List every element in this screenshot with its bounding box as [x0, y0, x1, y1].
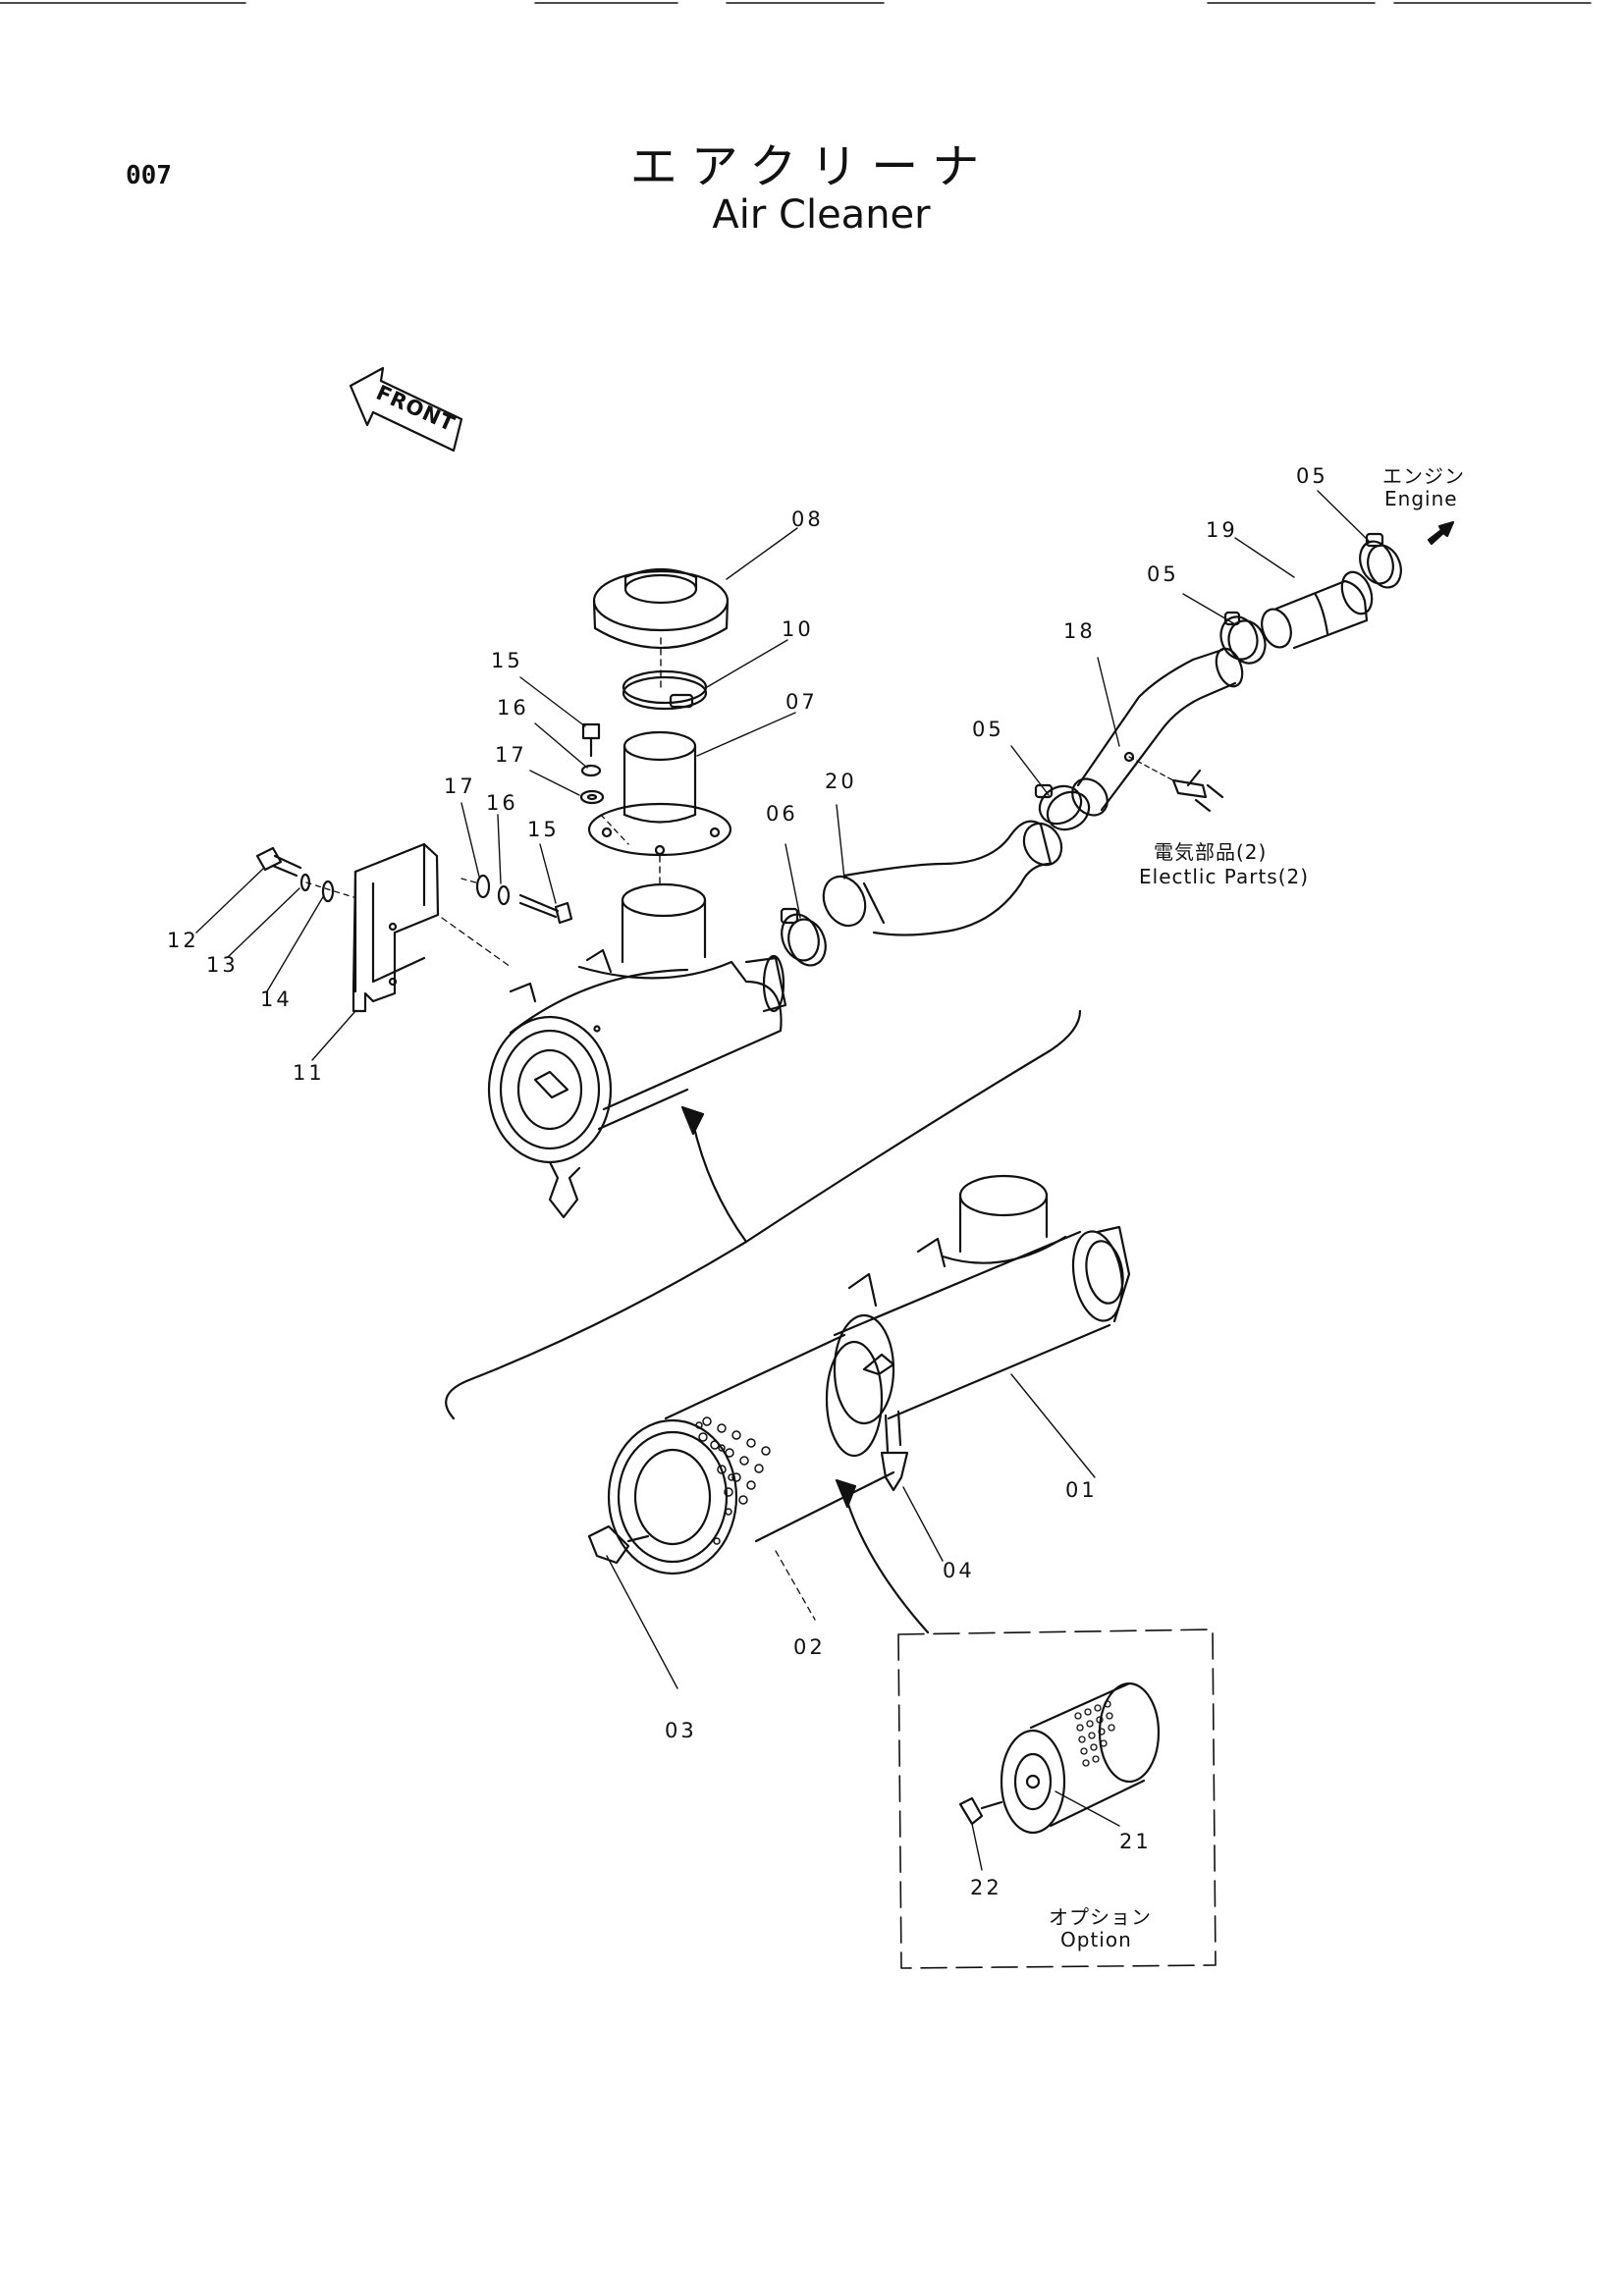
- callout-16: 16: [486, 791, 518, 815]
- electric-parts-label-japanese: 電気部品(2): [1154, 840, 1267, 864]
- part-05-clamp-upper: [1359, 532, 1402, 589]
- callout-19: 19: [1206, 518, 1238, 542]
- detail-arrow-curve: [445, 1009, 1082, 1420]
- electric-parts-label-english: Electlic Parts(2): [1139, 865, 1309, 888]
- callout-14: 14: [260, 988, 293, 1011]
- callout-15: 15: [491, 649, 523, 672]
- callout-05: 05: [1296, 464, 1328, 488]
- callout-21: 21: [1119, 1830, 1152, 1853]
- part-22-wing-nut: [958, 1796, 1003, 1826]
- part-11-bracket: [352, 842, 512, 1013]
- bolt-12-and-washers: [255, 846, 354, 903]
- title-japanese: エアクリーナ: [629, 139, 994, 194]
- title-english: Air Cleaner: [712, 192, 931, 238]
- front-label: FRONT: [373, 381, 460, 437]
- option-label-english: Option: [1060, 1928, 1132, 1951]
- callout-17: 17: [495, 743, 527, 767]
- page-number: 007: [126, 161, 172, 190]
- callout-22: 22: [970, 1876, 1002, 1899]
- callout-05: 05: [1147, 562, 1179, 586]
- part-10-clamp: [622, 669, 708, 711]
- part-21-option-filter-element: [1000, 1682, 1161, 1835]
- callout-07: 07: [785, 690, 818, 714]
- option-box: [897, 1629, 1217, 1969]
- callout-17: 17: [444, 774, 476, 798]
- part-20-hose: [822, 820, 1063, 936]
- bolt-stack-lower: [460, 874, 573, 925]
- callout-06: 06: [766, 802, 798, 826]
- air-cleaner-assembly-lower: [833, 1174, 1131, 1492]
- callout-15: 15: [527, 818, 560, 841]
- callout-12: 12: [167, 929, 199, 952]
- bolt-stack-upper: [579, 722, 629, 845]
- part-18-elbow-pipe: [1071, 647, 1244, 817]
- callout-03: 03: [665, 1719, 697, 1742]
- engine-label-english: Engine: [1384, 487, 1458, 510]
- part-06-clamp: [780, 907, 827, 967]
- callout-13: 13: [206, 953, 239, 977]
- callout-16: 16: [497, 696, 529, 720]
- engine-direction-arrow-icon: [1427, 520, 1455, 546]
- callout-01: 01: [1065, 1478, 1098, 1502]
- callout-02: 02: [793, 1635, 826, 1659]
- callout-04: 04: [943, 1559, 975, 1582]
- air-cleaner-assembly-upper: [487, 882, 787, 1219]
- engine-label-japanese: エンジン: [1382, 464, 1465, 488]
- option-label-japanese: オプション: [1049, 1905, 1152, 1929]
- part-08-precleaner-cap: [592, 567, 730, 688]
- detail-arrow-filter: [842, 1490, 930, 1634]
- callout-05: 05: [972, 718, 1004, 741]
- callout-08: 08: [791, 507, 824, 531]
- callout-20: 20: [825, 770, 857, 793]
- callout-10: 10: [782, 617, 814, 641]
- part-05-clamp-lower: [1034, 783, 1091, 831]
- front-arrow-icon: FRONT: [349, 366, 463, 453]
- callout-labels: 08 10 07 15 16 17 17 16 15 12 13 14 11 0…: [167, 464, 1465, 1951]
- callout-18: 18: [1063, 619, 1096, 643]
- part-02-filter-element: [607, 1333, 895, 1621]
- part-07-inlet-tube: [587, 730, 732, 884]
- part-19-hose-coupling: [1261, 570, 1374, 650]
- part-03-wing-nut: [587, 1524, 650, 1565]
- leader-lines: [195, 490, 1371, 1871]
- callout-11: 11: [293, 1061, 325, 1085]
